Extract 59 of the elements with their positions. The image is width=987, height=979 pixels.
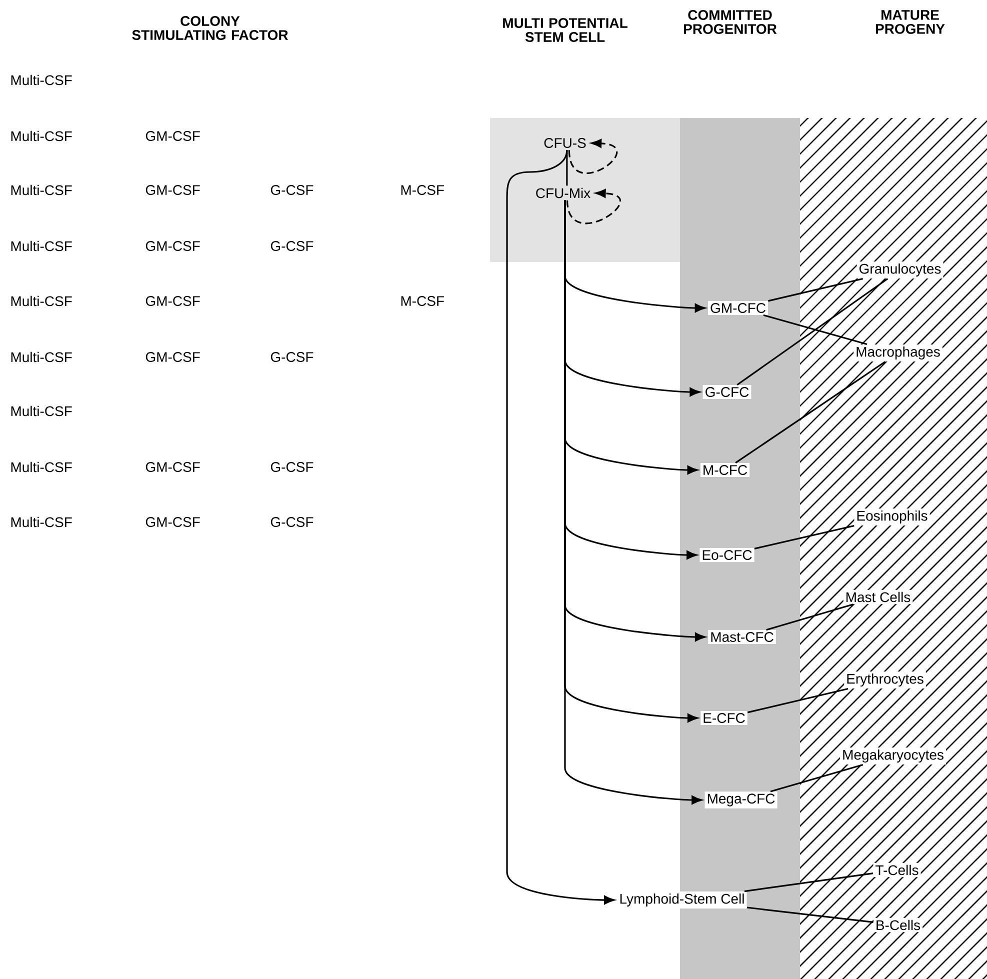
cell-label: Erythrocytes (844, 671, 926, 689)
column-heading: MATURE PROGENY (876, 10, 945, 34)
cell-label: Megakaryocytes (840, 747, 946, 765)
factor-label: GM-CSF (146, 462, 200, 472)
cell-label: CFU-Mix (536, 188, 590, 198)
cell-label: E-CFC (700, 711, 748, 725)
connector-line (770, 764, 864, 792)
connector-line (754, 524, 854, 550)
cell-label: Eo-CFC (700, 548, 754, 562)
connector-line (744, 872, 874, 892)
connector-line (736, 278, 888, 386)
connector-line (746, 906, 874, 923)
factor-label: Multi-CSF (11, 240, 72, 252)
connector-line (766, 604, 854, 631)
factor-label: Multi-CSF (11, 184, 72, 196)
cell-label: Macrophages (854, 344, 942, 362)
column-heading: COMMITTED PROGENITOR (684, 10, 777, 34)
factor-label: GM-CSF (146, 185, 200, 195)
factor-label: Multi-CSF (11, 406, 72, 416)
cell-label: CFU-S (544, 138, 586, 148)
factor-label: GM-CSF (146, 131, 200, 141)
factor-label: Multi-CSF (11, 74, 72, 86)
factor-label: G-CSF (270, 241, 314, 251)
cell-label: GM-CFC (708, 301, 768, 315)
factor-label: Multi-CSF (11, 462, 72, 472)
cell-label: T-Cells (873, 862, 921, 878)
arrow (564, 200, 702, 804)
factor-label: Multi-CSF (11, 516, 72, 528)
cell-label: G-CFC (702, 385, 752, 399)
connector-line (768, 278, 864, 302)
factor-label: G-CSF (270, 517, 314, 527)
connector-line (747, 688, 848, 714)
cell-label: Mast-CFC (708, 630, 776, 644)
factor-label: GM-CSF (146, 517, 200, 527)
cell-label: M-CFC (700, 463, 750, 477)
factor-label: GM-CSF (146, 296, 200, 306)
cell-label: Eosinophils (854, 508, 930, 526)
column-heading: COLONY STIMULATING FACTOR (132, 16, 288, 40)
cell-label: B-Cells (873, 918, 923, 932)
connector-line (735, 361, 886, 464)
cell-label: Lymphoid-Stem Cell (617, 891, 747, 909)
cell-label: Mega-CFC (704, 792, 778, 808)
factor-label: GM-CSF (146, 241, 200, 251)
factor-label: Multi-CSF (11, 352, 72, 362)
factor-label: M-CSF (401, 296, 444, 306)
factor-label: G-CSF (270, 185, 314, 195)
factor-label: Multi-CSF (11, 130, 72, 142)
column-heading: MULTI POTENTIAL STEM CELL (503, 18, 628, 42)
loop-arrow (568, 139, 618, 174)
factor-label: M-CSF (401, 185, 444, 195)
connector-line (763, 314, 868, 346)
loop-arrow (566, 189, 621, 224)
factor-label: G-CSF (270, 462, 314, 472)
factor-label: Multi-CSF (11, 296, 72, 306)
cell-label: Granulocytes (856, 261, 944, 279)
factor-label: GM-CSF (146, 352, 200, 362)
arrow (506, 150, 615, 904)
cell-label: Mast Cells (843, 590, 913, 604)
factor-label: G-CSF (270, 352, 314, 362)
